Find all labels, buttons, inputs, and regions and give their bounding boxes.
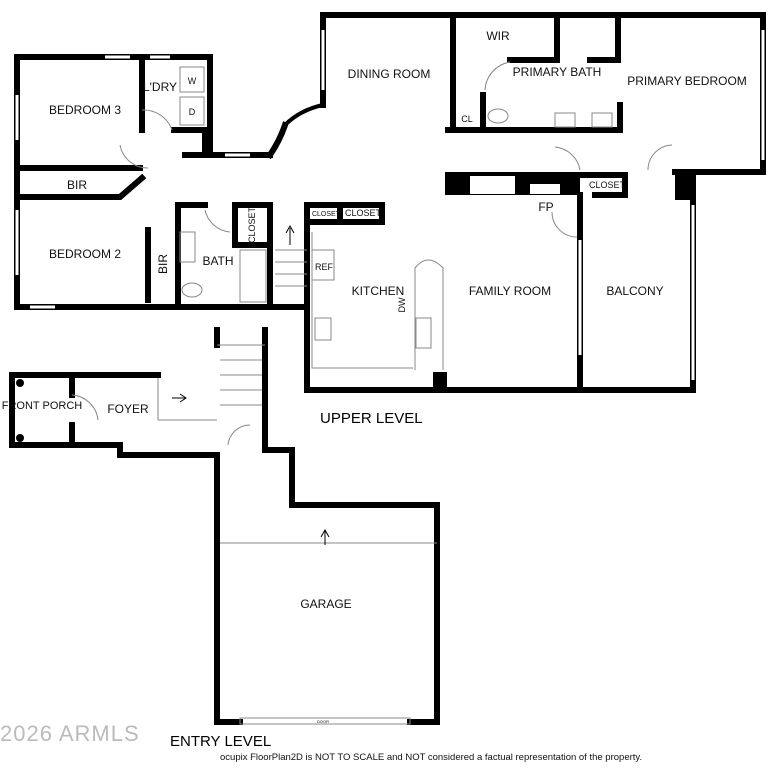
label-laundry: L'DRY	[143, 80, 177, 94]
label-balcony: BALCONY	[606, 284, 663, 298]
label-kitchen: KITCHEN	[352, 284, 405, 298]
up-arrow-icon	[320, 528, 330, 545]
label-front-porch: FRONT PORCH	[2, 400, 83, 412]
label-wir: WIR	[486, 29, 510, 43]
label-washer: W	[188, 76, 197, 86]
label-ref: REF	[315, 262, 334, 272]
up-arrow-icon	[285, 224, 295, 245]
label-garage-door: DOOR	[317, 719, 329, 724]
label-foyer: FOYER	[107, 402, 149, 416]
right-arrow-icon	[172, 393, 187, 403]
label-bedroom2: BEDROOM 2	[49, 247, 121, 261]
disclaimer: ocupix FloorPlan2D is NOT TO SCALE and N…	[220, 752, 642, 763]
watermark: 2026 ARMLS	[0, 721, 140, 746]
label-upper-level: UPPER LEVEL	[320, 410, 423, 427]
label-bir-1: BIR	[67, 178, 87, 192]
label-primary-bath: PRIMARY BATH	[513, 65, 602, 79]
label-bedroom3: BEDROOM 3	[49, 103, 121, 117]
label-bath: BATH	[202, 254, 233, 268]
label-bir-2: BIR	[156, 254, 170, 274]
fixtures	[119, 61, 673, 370]
label-garage: GARAGE	[300, 597, 351, 611]
label-dining: DINING ROOM	[348, 67, 431, 81]
label-closet-k1: CLOSET	[312, 211, 341, 218]
label-primary-bedroom: PRIMARY BEDROOM	[627, 74, 747, 88]
label-closet-primary: CLOSET	[589, 180, 626, 190]
entry-level-walls	[9, 327, 440, 725]
upper-level-walls	[14, 12, 766, 393]
label-dryer: D	[189, 107, 196, 117]
stair-arrows	[172, 224, 330, 545]
label-family-room: FAMILY ROOM	[469, 284, 551, 298]
label-closet-bath: CLOSET	[247, 206, 257, 243]
label-closet-k2: CLOSET	[345, 208, 382, 218]
label-cl: CL	[461, 114, 473, 124]
label-entry-level: ENTRY LEVEL	[170, 733, 271, 750]
label-dw: DW	[397, 297, 407, 312]
label-fp: FP	[538, 200, 553, 214]
